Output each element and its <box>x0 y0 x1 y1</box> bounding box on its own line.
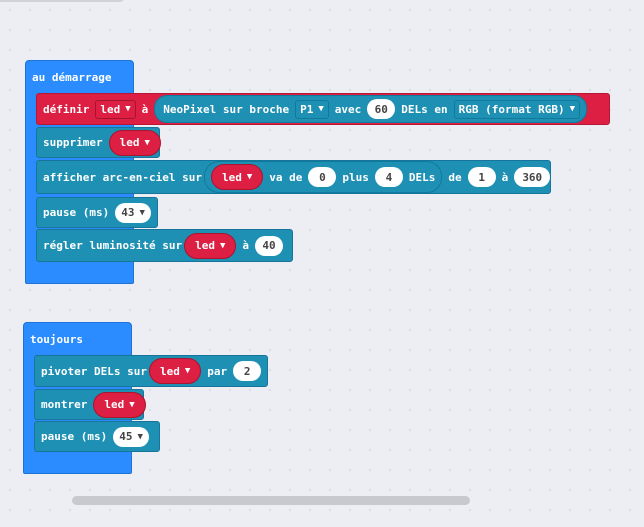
hue-to-input[interactable]: 360 <box>514 167 551 187</box>
variable-name: led <box>159 364 180 378</box>
brightness-label: régler luminosité sur <box>43 239 183 252</box>
on-start-label: au démarrage <box>32 71 112 84</box>
caret-down-icon: ▼ <box>246 172 253 182</box>
hue-from-input[interactable]: 1 <box>467 167 496 187</box>
brightness-input[interactable]: 40 <box>255 235 283 256</box>
show-block[interactable]: montrer led ▼ <box>34 389 146 420</box>
by-label: par <box>207 364 228 378</box>
pause-block[interactable]: pause (ms) 43 ▼ <box>36 197 158 228</box>
caret-down-icon: ▼ <box>184 366 191 376</box>
variable-name: led <box>104 398 125 411</box>
caret-down-icon: ▼ <box>129 399 135 410</box>
with-label: avec <box>334 102 362 116</box>
pause-value: 45 <box>119 430 133 443</box>
range-start-input[interactable]: 0 <box>308 167 337 187</box>
pause-dropdown[interactable]: 43 ▼ <box>115 202 151 223</box>
variable-dropdown[interactable]: led ▼ <box>108 129 161 156</box>
show-label: montrer <box>41 398 88 411</box>
variable-name: led <box>119 136 140 149</box>
led-count-input[interactable]: 60 <box>367 99 396 119</box>
variable-dropdown[interactable]: led ▼ <box>95 99 136 119</box>
pin-dropdown[interactable]: P1 ▼ <box>295 99 329 119</box>
to-label: à <box>141 102 149 116</box>
variable-dropdown[interactable]: led ▼ <box>184 232 237 259</box>
caret-down-icon: ▼ <box>139 207 145 218</box>
show-rainbow-block[interactable]: afficher arc-en-ciel sur led ▼ va de 0 pl… <box>36 160 551 194</box>
range-length-input[interactable]: 4 <box>374 167 403 187</box>
pause-value: 43 <box>121 206 135 219</box>
leds-mode-label: DELs en <box>401 102 448 116</box>
caret-down-icon: ▼ <box>569 104 576 114</box>
set-label: définir <box>43 102 90 116</box>
caret-down-icon: ▼ <box>144 137 150 148</box>
rainbow-label: afficher arc-en-ciel sur <box>43 170 202 184</box>
clear-block[interactable]: supprimer led ▼ <box>36 127 161 158</box>
set-brightness-block[interactable]: régler luminosité sur led ▼ à 40 <box>36 229 293 262</box>
caret-down-icon: ▼ <box>318 104 324 114</box>
horizontal-scrollbar[interactable] <box>72 496 470 505</box>
pause-dropdown[interactable]: 45 ▼ <box>113 426 149 447</box>
variable-dropdown[interactable]: led ▼ <box>148 358 202 384</box>
neopixel-create-block[interactable]: NeoPixel sur broche P1▼ avec 60 DELs en … <box>154 95 588 123</box>
pause-block[interactable]: pause (ms) 45 ▼ <box>34 421 160 452</box>
rotate-pixels-block[interactable]: pivoter DELs sur led ▼ par 2 <box>34 355 268 387</box>
forever-label: toujours <box>30 333 83 346</box>
neopixel-create-label: NeoPixel sur broche <box>163 102 290 116</box>
mode-value: RGB (format RGB) <box>458 102 565 116</box>
toolbar-edge <box>0 0 124 2</box>
variable-name: led <box>100 102 121 116</box>
range-label: va de <box>269 170 303 184</box>
range-block[interactable]: led ▼ va de 0 plus 4 DELs <box>203 161 443 193</box>
caret-down-icon: ▼ <box>137 431 143 442</box>
variable-name: led <box>195 239 215 252</box>
to-label: à <box>242 239 249 252</box>
clear-label: supprimer <box>43 136 103 149</box>
to-label: à <box>501 170 509 184</box>
variable-dropdown[interactable]: led ▼ <box>93 391 146 418</box>
variable-dropdown[interactable]: led ▼ <box>210 164 264 190</box>
pause-label: pause (ms) <box>41 430 108 443</box>
leds-label: DELs <box>408 170 436 184</box>
variable-name: led <box>221 170 242 184</box>
pause-label: pause (ms) <box>43 206 110 219</box>
plus-label: plus <box>342 170 369 184</box>
caret-down-icon: ▼ <box>219 240 226 251</box>
set-neopixel-block[interactable]: définir led ▼ à NeoPixel sur broche P1 ▼ a… <box>36 93 610 125</box>
caret-down-icon: ▼ <box>125 104 131 114</box>
from-label: de <box>448 170 462 184</box>
rotate-label: pivoter DELs sur <box>41 364 147 378</box>
rotate-offset-input[interactable]: 2 <box>233 361 262 381</box>
mode-dropdown[interactable]: RGB (format RGB) ▼ <box>453 99 581 119</box>
pin-value: P1 <box>300 102 314 116</box>
